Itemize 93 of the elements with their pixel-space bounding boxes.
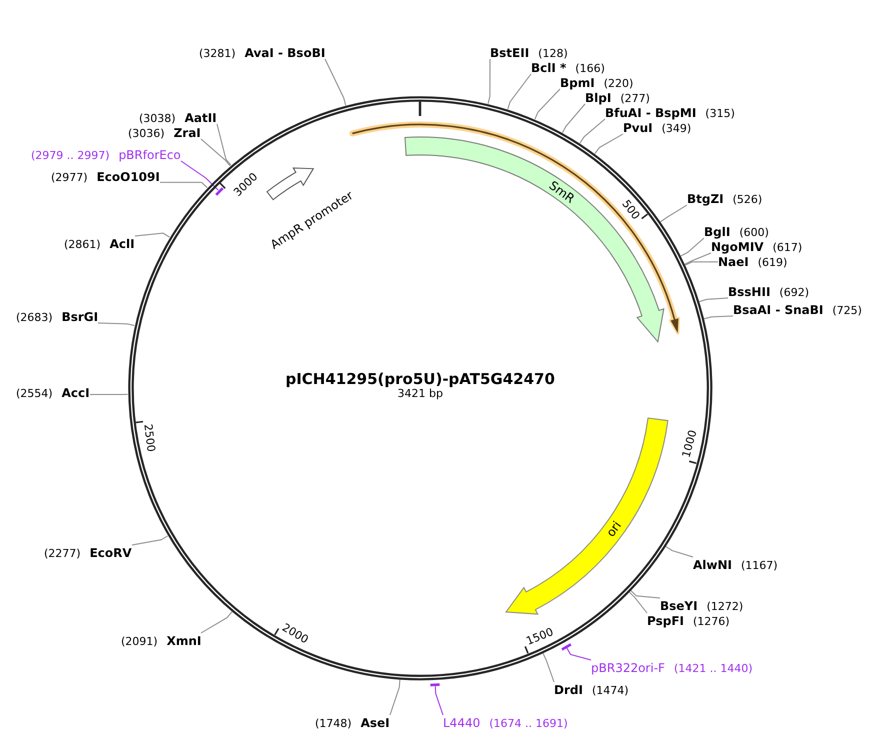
site-position: (600) — [739, 226, 769, 239]
leader-line — [594, 134, 624, 154]
site-position: (277) — [620, 92, 650, 105]
tick-label: 2500 — [140, 423, 156, 453]
leader-line — [507, 74, 532, 110]
plasmid-name: pICH41295(pro5U)-pAT5G42470 — [285, 370, 555, 388]
enzyme-name: BglI — [704, 225, 730, 239]
enzyme-name: AvaI - BsoBI — [244, 46, 326, 60]
site-position: (725) — [832, 304, 862, 317]
leader-line — [684, 261, 718, 266]
leader-line — [684, 252, 712, 265]
leader-line — [390, 679, 400, 716]
leader-line — [698, 298, 728, 302]
enzyme-name: PvuI — [623, 121, 653, 135]
site-position: (1748) — [315, 717, 352, 730]
leader-line — [180, 160, 219, 191]
site-position: (617) — [772, 241, 802, 254]
leader-line — [680, 238, 704, 256]
leader-line — [134, 232, 170, 238]
enzyme-name: BsaAI - SnaBI — [733, 303, 824, 317]
leader-line — [665, 546, 694, 558]
primer-name: pBR322ori-F — [591, 661, 665, 675]
leader-line — [200, 138, 231, 166]
enzyme-name: BtgZI — [687, 192, 724, 206]
enzyme-name: AseI — [360, 716, 390, 730]
site-position: (2683) — [16, 311, 53, 324]
leader-line — [98, 322, 135, 326]
site-position: (166) — [575, 62, 605, 75]
leader-line — [132, 535, 168, 546]
leader-line — [434, 686, 444, 716]
leader-line — [200, 611, 232, 634]
enzyme-name: NgoMIV — [711, 240, 764, 254]
site-position: (128) — [538, 47, 568, 60]
enzyme-name: NaeI — [718, 255, 749, 269]
site-position: (1167) — [741, 559, 778, 572]
enzyme-name: AlwNI — [693, 558, 732, 572]
enzyme-name: ZraI — [174, 126, 201, 140]
leader-line — [324, 58, 346, 106]
primer-range: (1674 .. 1691) — [489, 717, 568, 730]
enzyme-name: BstEII — [490, 46, 530, 60]
site-position: (349) — [662, 122, 692, 135]
enzyme-name: EcoRV — [90, 546, 132, 560]
enzyme-name: EcoO109I — [96, 170, 160, 184]
enzyme-name: AccI — [62, 386, 90, 400]
site-position: (1272) — [706, 600, 744, 613]
site-position: (315) — [705, 107, 735, 120]
leader-line — [534, 88, 560, 120]
enzyme-name: AatII — [184, 111, 217, 125]
tick-label: 1000 — [680, 428, 700, 460]
primer-name: L4440 — [443, 716, 480, 730]
enzyme-name: XmnI — [166, 634, 202, 648]
leader-line — [660, 204, 688, 222]
site-position: (3281) — [199, 47, 236, 60]
site-position: (2861) — [64, 238, 101, 251]
enzyme-name: PspFI — [647, 614, 684, 628]
site-position: (2091) — [121, 635, 158, 648]
site-position: (3036) — [128, 127, 165, 140]
site-position: (1276) — [692, 615, 730, 628]
enzyme-name: BclI * — [531, 61, 566, 75]
leader-line — [542, 652, 554, 682]
site-position: (619) — [758, 256, 788, 269]
site-position: (692) — [779, 286, 809, 299]
primer-name: pBRforEco — [118, 148, 181, 162]
primer-range: (2979 .. 2997) — [31, 149, 110, 162]
enzyme-name: BlpI — [585, 91, 612, 105]
leader-line — [90, 394, 128, 395]
feature-label: ori — [604, 518, 624, 540]
site-position: (526) — [732, 193, 762, 206]
enzyme-name: BssHII — [728, 285, 770, 299]
tick-label: 1500 — [524, 626, 555, 648]
site-position: (220) — [604, 77, 634, 90]
site-position: (2277) — [44, 547, 81, 560]
leader-line — [160, 182, 208, 188]
leader-line — [566, 647, 592, 660]
leader-line — [579, 118, 606, 144]
leader-line — [630, 590, 660, 598]
leader-line — [216, 124, 232, 166]
plasmid-size: 3421 bp — [397, 387, 443, 400]
enzyme-name: BfuAI - BspMI — [605, 106, 696, 120]
primer-range: (1421 .. 1440) — [674, 662, 752, 675]
enzyme-name: BsrGI — [62, 310, 98, 324]
leader-line — [628, 592, 648, 614]
site-position: (3038) — [139, 112, 176, 125]
leader-line — [562, 104, 586, 134]
leader-line — [703, 316, 734, 320]
site-position: (2977) — [51, 171, 88, 184]
leader-line — [488, 58, 490, 104]
enzyme-name: AclI — [110, 237, 135, 251]
site-position: (1474) — [592, 684, 629, 697]
site-position: (2554) — [16, 387, 53, 400]
enzyme-name: BpmI — [560, 76, 595, 90]
enzyme-name: BseYI — [660, 599, 698, 613]
enzyme-name: DrdI — [554, 683, 583, 697]
